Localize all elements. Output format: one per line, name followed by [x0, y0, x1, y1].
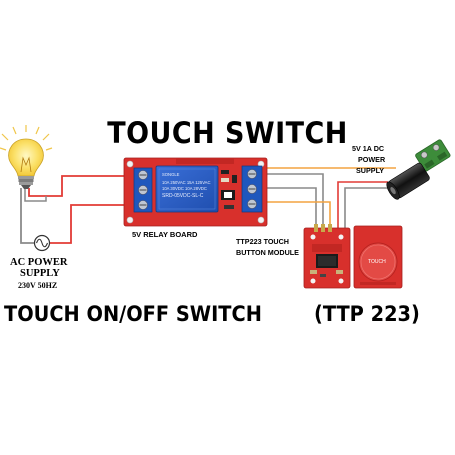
dc-supply-label-line1: 5V 1A DC	[352, 144, 385, 153]
touch-module-label-line1: TTP223 TOUCH	[236, 237, 289, 246]
relay-board-label: 5V RELAY BOARD	[132, 230, 198, 239]
relay-model: SRD-05VDC-SL-C	[162, 193, 204, 199]
relay-brand: SONGLE	[162, 172, 180, 177]
dc-supply-label-line3: SUPPLY	[356, 166, 385, 175]
ac-supply-label-line3: 230V 50HZ	[18, 281, 58, 290]
diagram-subtitle: TOUCH ON/OFF SWITCH	[4, 302, 262, 327]
ac-supply-label-line1: AC POWER	[10, 257, 68, 268]
wire-bulb-return	[24, 187, 47, 202]
dc-supply-label-line2: POWER	[358, 155, 386, 164]
ttp223-module-front	[353, 225, 403, 289]
diagram-model: (TTP 223)	[314, 302, 420, 327]
relay-rating-1: 10A 250VAC 15A 125VAC	[162, 180, 211, 185]
wire-relay-vcc	[265, 173, 324, 228]
wires	[20, 167, 396, 244]
touch-module-label-line2: BUTTON MODULE	[236, 248, 299, 257]
wire-relay-in	[265, 201, 331, 228]
sine-wave-icon	[33, 234, 51, 252]
wire-dc-pos	[337, 181, 388, 228]
touch-pad-label: TOUCH	[368, 259, 386, 265]
diagram-title: TOUCH SWITCH	[107, 116, 348, 150]
dc-barrel-jack-icon	[386, 139, 451, 200]
wire-relay-gnd	[265, 187, 317, 228]
relay-board	[123, 157, 268, 227]
relay-rating-2: 10A 30VDC 10A 28VDC	[162, 186, 207, 191]
wire-ac-to-relay	[50, 204, 130, 244]
wire-bulb-to-ac	[20, 188, 35, 244]
ac-supply-label-line2: SUPPLY	[20, 268, 60, 279]
wire-dc-neg	[344, 187, 388, 228]
ttp223-module-back	[303, 224, 351, 289]
relay-terminal-left	[133, 167, 153, 213]
wire-bulb-to-relay	[28, 175, 130, 197]
light-bulb-icon	[0, 125, 53, 189]
relay-terminal-right	[241, 165, 263, 213]
